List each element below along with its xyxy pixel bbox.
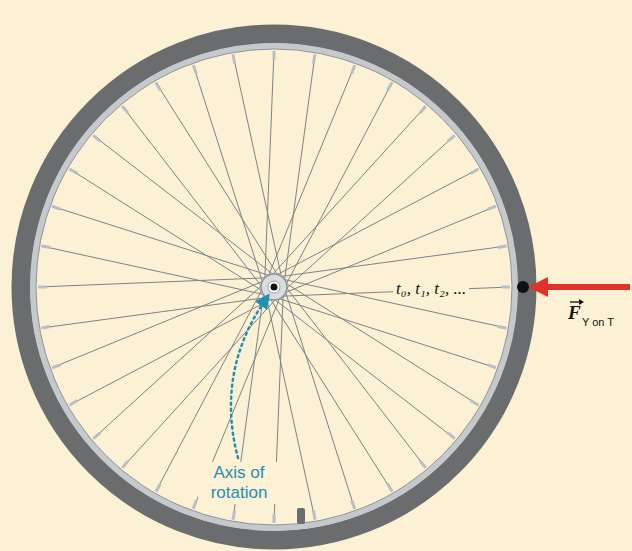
spoke-nipple — [498, 326, 507, 328]
spoke — [52, 206, 270, 275]
time-instants-label: t₀, t₁, t₂, ... — [393, 278, 469, 300]
spoke-nipple — [233, 55, 235, 64]
spoke-nipple — [313, 511, 315, 520]
spoke-nipple — [352, 500, 355, 508]
hub — [261, 274, 287, 300]
axis-label: Axis of rotation — [198, 462, 280, 504]
spoke-nipple — [93, 433, 100, 439]
wheel — [21, 34, 527, 540]
spoke — [52, 281, 263, 368]
rim — [33, 46, 515, 528]
spoke-nipple — [70, 401, 78, 406]
spoke-nipple — [501, 286, 510, 289]
spoke — [233, 55, 282, 278]
spoke-nipple — [313, 55, 315, 64]
spoke-nipple — [70, 169, 78, 174]
spoke — [272, 106, 426, 275]
spoke-nipple — [156, 83, 161, 91]
spoke-nipple — [352, 65, 355, 73]
spoke-nipple — [448, 433, 455, 439]
point-dot — [517, 281, 529, 293]
hub-axle — [268, 281, 280, 293]
spoke — [70, 169, 263, 291]
spoke-nipple — [233, 511, 235, 520]
spoke-nipple — [420, 461, 426, 468]
spoke-nipple — [487, 365, 495, 368]
spoke — [122, 106, 262, 287]
axle-dot — [271, 284, 278, 291]
spoke — [268, 65, 355, 276]
spoke-nipple — [156, 484, 161, 492]
spoke-nipple — [193, 500, 196, 508]
spoke-nipple — [388, 83, 393, 91]
spoke-nipple — [193, 65, 196, 73]
spoke-nipple — [388, 484, 393, 492]
spoke — [286, 287, 426, 468]
spoke-nipple — [498, 246, 507, 248]
spoke-nipple — [471, 169, 479, 174]
spoke — [285, 291, 354, 509]
spoke — [286, 135, 455, 289]
spoke-nipple — [471, 401, 479, 406]
spoke-nipple — [52, 206, 60, 209]
force-arrowhead — [528, 277, 548, 297]
tire — [21, 34, 527, 540]
spoke — [93, 135, 274, 275]
spoke — [278, 298, 496, 367]
axis-pointer — [231, 296, 268, 458]
spoke-nipple — [42, 326, 51, 328]
spoke — [42, 246, 265, 295]
spoke — [193, 65, 262, 283]
spoke — [284, 55, 315, 281]
spoke — [38, 278, 266, 287]
spoke — [265, 51, 274, 279]
spoke-nipple — [52, 365, 60, 368]
spoke-nipple — [38, 286, 47, 289]
spoke — [286, 83, 392, 285]
rim-edge — [36, 49, 512, 525]
spoke — [193, 297, 280, 508]
spoke-nipple — [448, 135, 455, 141]
spoke-nipple — [273, 51, 276, 60]
force-arrow-shaft — [544, 284, 630, 290]
spokes — [38, 51, 510, 523]
spoke-nipple — [122, 106, 128, 113]
valve-stem — [297, 508, 305, 524]
spoke-nipple — [487, 206, 495, 209]
spoke-nipple — [93, 135, 100, 141]
spoke — [274, 299, 455, 439]
spoke — [285, 283, 478, 405]
spoke-nipple — [122, 461, 128, 468]
spoke — [122, 299, 276, 468]
force-subscript: Y on T — [582, 316, 614, 328]
force-symbol: F — [568, 302, 581, 324]
spoke-nipple — [420, 106, 426, 113]
spoke — [280, 246, 506, 277]
spoke — [276, 169, 478, 275]
spoke — [42, 297, 268, 328]
spoke-nipple — [42, 246, 51, 248]
spoke-nipple — [273, 514, 276, 523]
spoke — [70, 299, 272, 405]
